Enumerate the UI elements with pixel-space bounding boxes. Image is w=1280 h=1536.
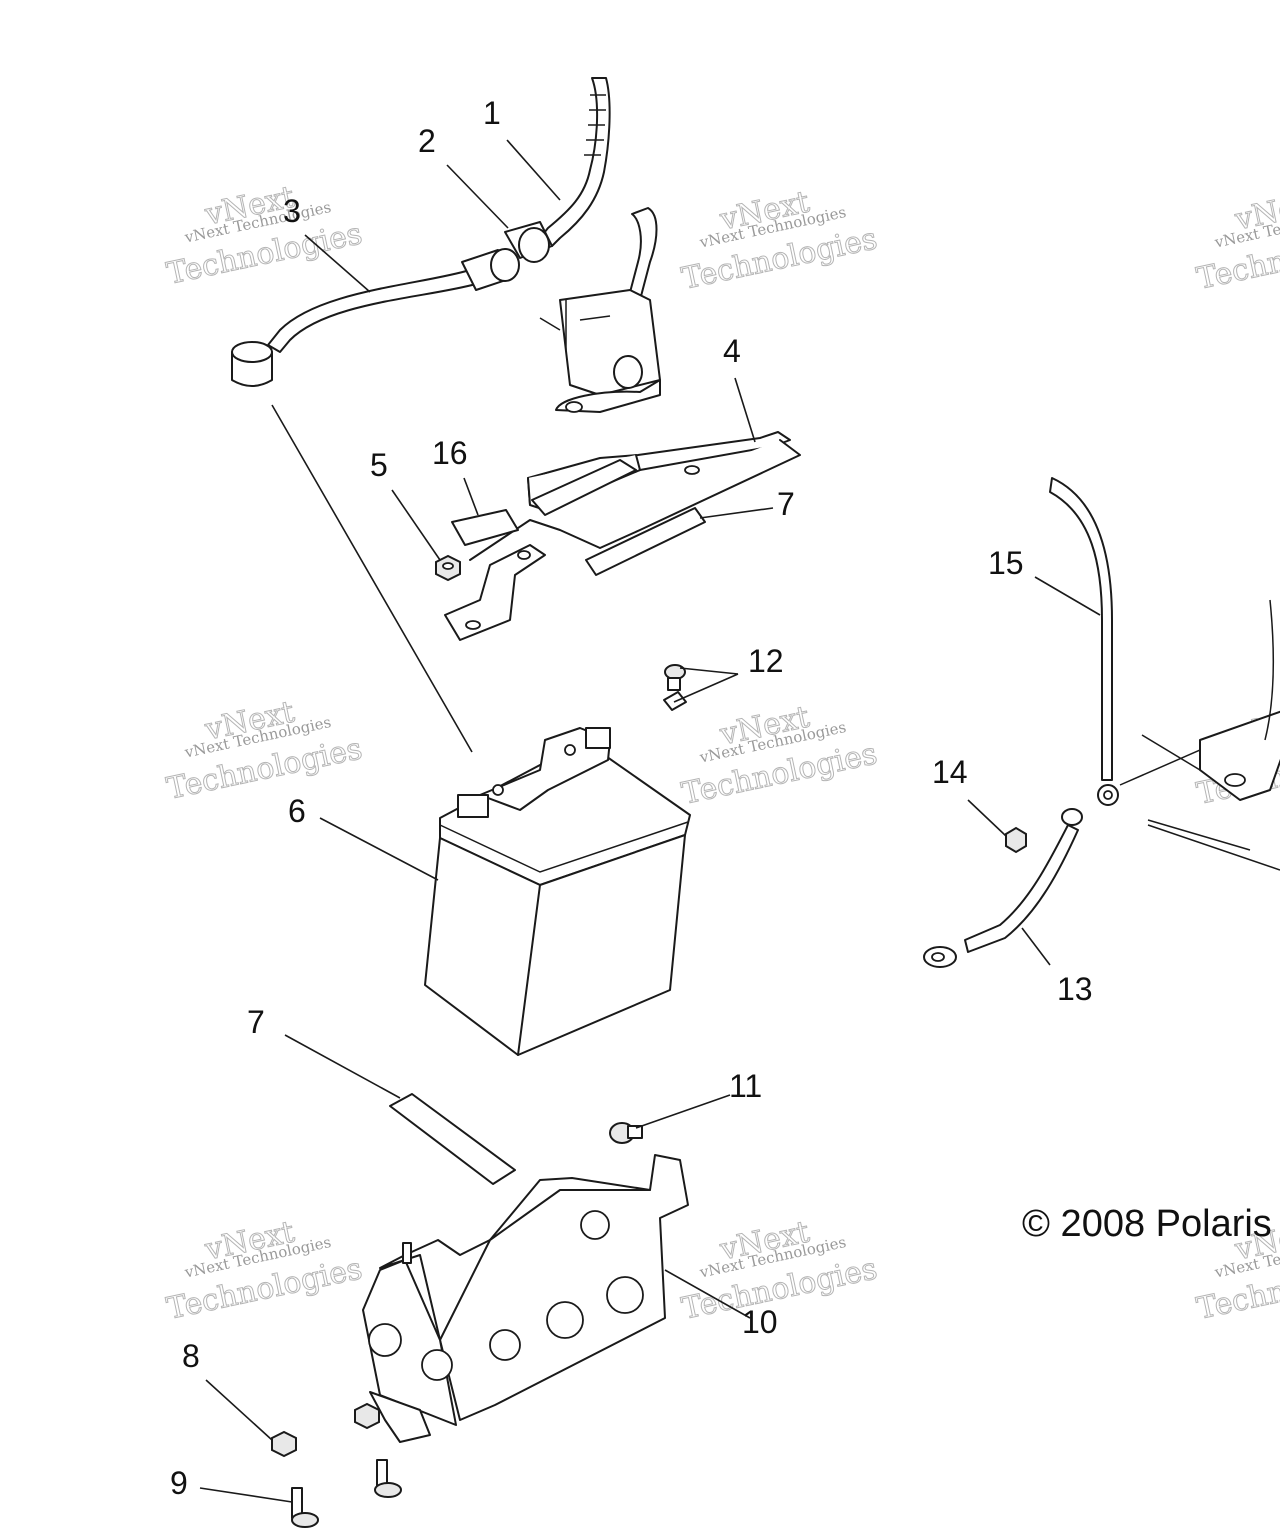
part-13-cable	[923, 808, 1083, 968]
callout-13: 13	[1057, 971, 1093, 1007]
part-9-bolt	[291, 1459, 402, 1528]
part-7-strip-lower	[389, 1093, 516, 1185]
frame-right	[1119, 599, 1280, 871]
watermark-top-center: vNext vNext Technologies Technologies	[678, 184, 880, 297]
callout-7-upper: 7	[777, 486, 795, 522]
part-6-battery	[424, 727, 691, 1056]
part-11-bolt	[609, 1122, 643, 1144]
part-5-nut	[435, 554, 461, 582]
part-12-screw-clip	[663, 664, 687, 711]
watermark-mid-center: vNext vNext Technologies Technologies	[678, 699, 880, 812]
part-14-nut	[1005, 826, 1027, 854]
callout-11: 11	[729, 1068, 762, 1104]
callout-6: 6	[288, 793, 306, 829]
part-4-bracket	[444, 431, 801, 641]
part-1-positive-cable	[539, 77, 611, 247]
callout-4: 4	[723, 333, 741, 369]
part-8-nut	[271, 1402, 380, 1458]
copyright-notice: © 2008 Polaris S	[1022, 1203, 1280, 1245]
callout-5: 5	[370, 447, 388, 483]
callout-12: 12	[748, 643, 784, 679]
callout-labels: 1 2 3 4 5 16 7 12 6 7 11 10 8 9 15 14 13	[170, 95, 1093, 1501]
watermark-top-right: vNext vNext Technologies Technologies	[1193, 184, 1280, 297]
callout-16: 16	[432, 435, 468, 471]
callout-1: 1	[483, 95, 501, 131]
part-10-battery-tray	[362, 1154, 689, 1443]
callout-3: 3	[283, 193, 301, 229]
watermark-top-left: vNext vNext Technologies Technologies	[163, 179, 365, 292]
callout-8: 8	[182, 1338, 200, 1374]
watermark-mid-left: vNext vNext Technologies Technologies	[163, 694, 365, 807]
part-3-battery-cable	[231, 248, 520, 387]
solenoid	[539, 207, 661, 413]
part-16-pad	[451, 509, 519, 546]
leader-lines	[199, 139, 1101, 1503]
callout-9: 9	[170, 1465, 188, 1501]
watermark-bottom-left: vNext vNext Technologies Technologies	[163, 1214, 365, 1327]
callout-7-lower: 7	[247, 1004, 265, 1040]
part-15-cable	[1049, 477, 1119, 806]
callout-2: 2	[418, 123, 436, 159]
callout-14: 14	[932, 754, 968, 790]
part-7-strip-upper	[585, 507, 706, 576]
part-2-terminal-boot	[504, 221, 553, 263]
callout-15: 15	[988, 545, 1024, 581]
callout-10: 10	[742, 1304, 778, 1340]
